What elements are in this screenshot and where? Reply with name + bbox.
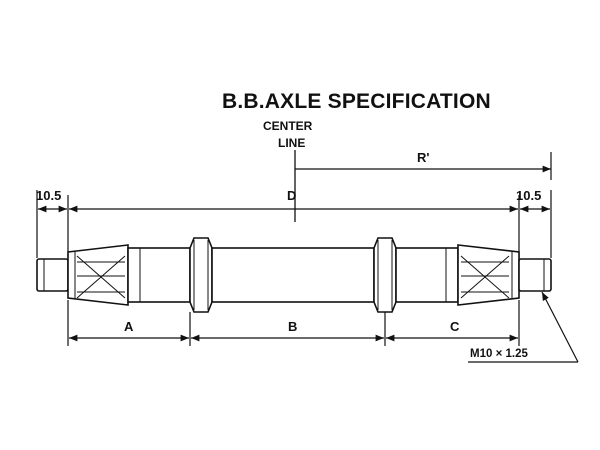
right-shaft xyxy=(395,247,459,303)
thread-leader-line xyxy=(541,291,579,363)
overall-d-label: D xyxy=(287,188,296,203)
left-shaft xyxy=(127,247,191,303)
right-end-value: 10.5 xyxy=(516,188,541,203)
right-thread-end xyxy=(518,258,552,292)
segment-c-label: C xyxy=(450,319,460,334)
center-shaft xyxy=(211,247,375,303)
center-line-label-1: CENTER xyxy=(263,119,313,133)
segment-a-label: A xyxy=(124,319,134,334)
right-collar xyxy=(373,237,397,313)
segment-b-label: B xyxy=(288,319,297,334)
axle-body xyxy=(36,237,552,313)
diagram-title: B.B.AXLE SPECIFICATION xyxy=(222,90,491,113)
r-prime-label: R' xyxy=(417,150,429,165)
right-taper xyxy=(457,244,520,306)
left-thread-end xyxy=(36,258,69,292)
thread-spec-label: M10 × 1.25 xyxy=(470,348,528,360)
center-line-label-2: LINE xyxy=(278,136,305,150)
left-collar xyxy=(189,237,213,313)
left-end-value: 10.5 xyxy=(36,188,61,203)
